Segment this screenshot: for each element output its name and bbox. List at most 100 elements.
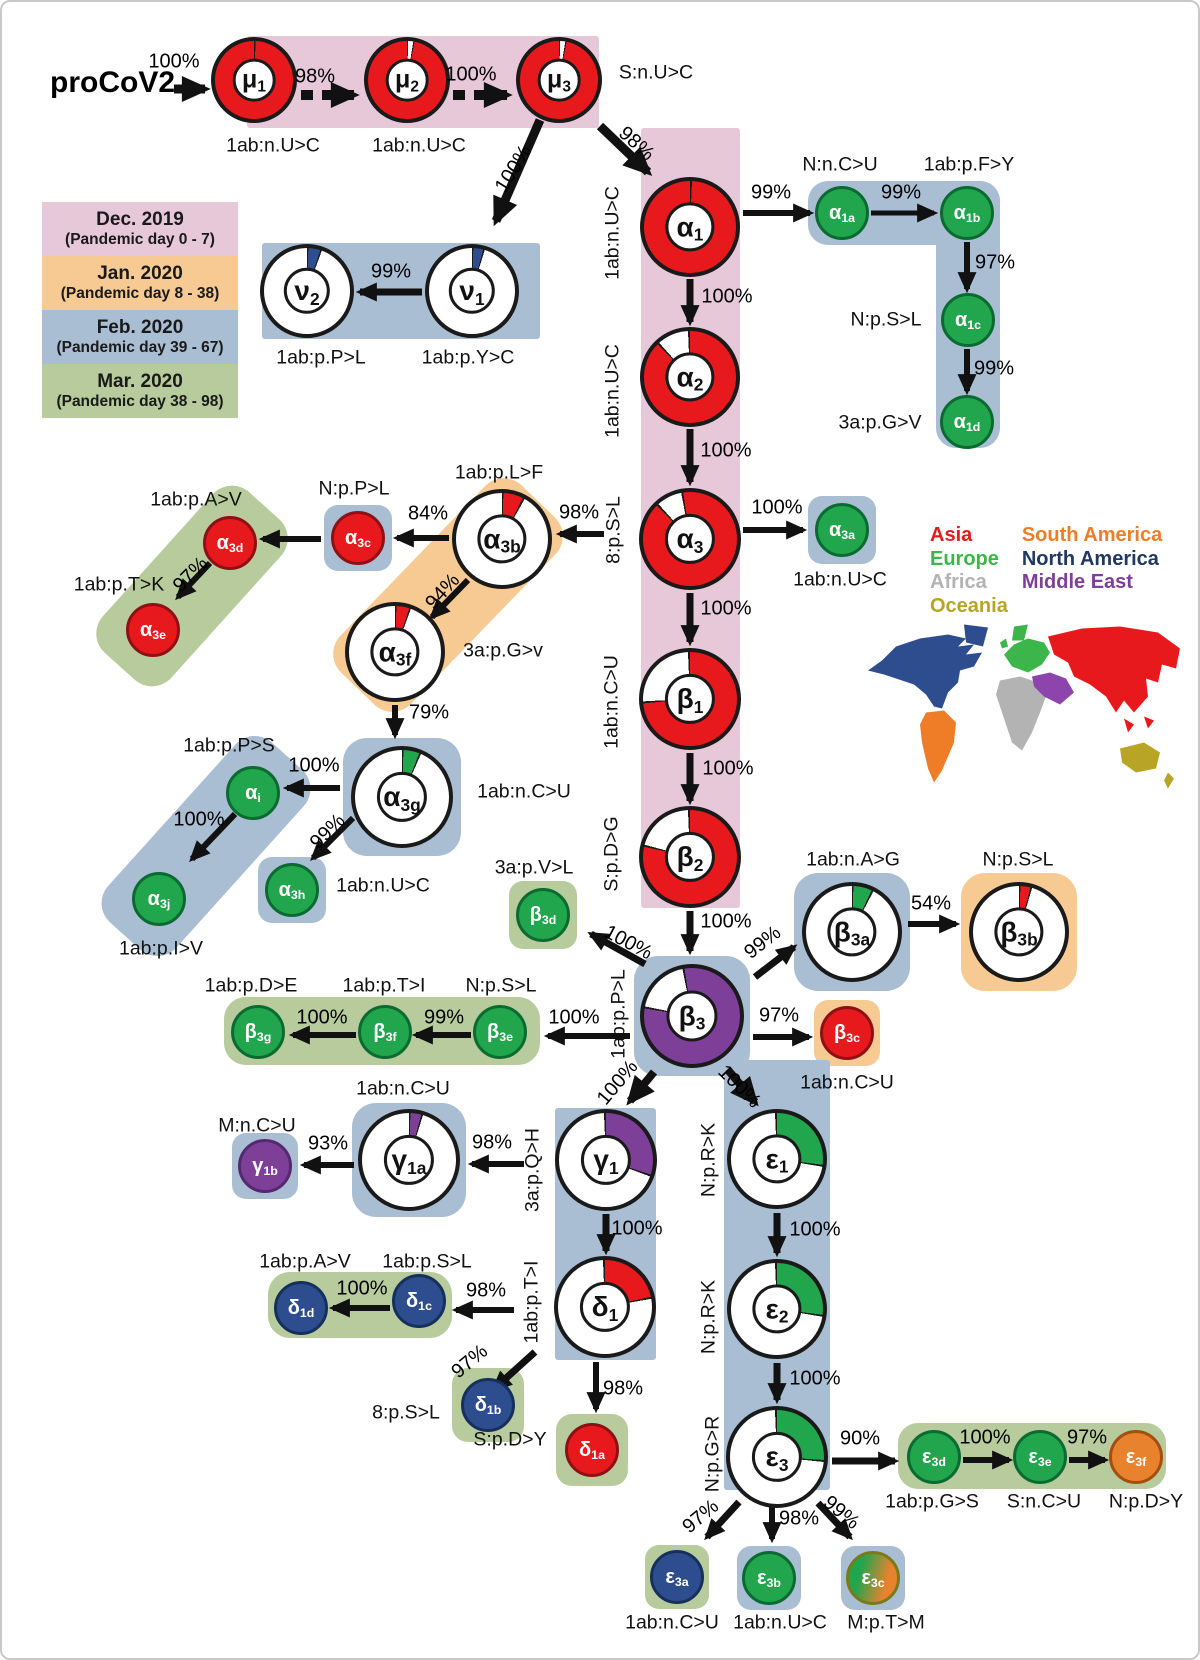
node-label: α2 (676, 360, 704, 395)
arrow-a3d-a3e (175, 560, 213, 601)
arrow-b3-g1 (626, 1069, 658, 1106)
mutation-label: N:p.S>L (850, 308, 922, 331)
node-b1: β1 (639, 648, 741, 750)
pct-label-ai-a3j: 100% (173, 808, 225, 831)
node-a1: α1 (640, 177, 740, 277)
donut-hole: α2 (665, 352, 715, 402)
node-a1d: α1d (940, 395, 994, 449)
node-a3h: α3h (265, 863, 319, 917)
donut-hole: ν1 (448, 267, 496, 315)
mutation-label: S:p.D>Y (473, 1428, 547, 1451)
node-a3: α3 (639, 488, 741, 590)
pct-label-d1-d1a: 98% (602, 1377, 644, 1400)
mutation-label: 1ab:n.U>C (793, 568, 887, 591)
donut-hole: γ1 (580, 1134, 632, 1186)
node-b3f: β3f (358, 1005, 412, 1059)
pct-label-b3a-b3b: 54% (910, 892, 952, 915)
node-a1c: α1c (941, 293, 995, 347)
map-africa (996, 676, 1046, 751)
node-label: δ1 (591, 1290, 619, 1325)
mutation-label: 8:p.S>L (372, 1401, 440, 1424)
node-e1: ε1 (727, 1109, 827, 1209)
node-label: β3g (244, 1021, 272, 1045)
arrow-mu3-nu1 (491, 118, 545, 227)
mutation-label: 1ab:p.T>I (520, 1260, 543, 1344)
map-se-asia-islands (1124, 718, 1134, 733)
period-legend-item: Jan. 2020(Pandemic day 8 - 38) (42, 256, 238, 310)
pct-label-a3-b1: 100% (700, 597, 752, 620)
map-europe (1004, 638, 1050, 673)
node-a1a: α1a (815, 186, 869, 240)
mutation-label: S:n.U>C (618, 61, 694, 84)
node-b3e: β3e (473, 1005, 527, 1059)
mutation-label: 3a:p.Q>H (521, 1127, 544, 1213)
donut-hole: μ3 (537, 58, 581, 102)
node-g1b: γ1b (238, 1139, 292, 1193)
node-label: α1d (953, 411, 981, 435)
node-label: ε3b (757, 1567, 781, 1591)
donut-hole: δ1 (579, 1281, 631, 1333)
mutation-label: N:p.S>L (465, 974, 537, 997)
mutation-label: 1ab:n.C>U (600, 655, 623, 749)
node-mu2: μ2 (364, 37, 450, 123)
map-north-america (868, 634, 982, 709)
pct-label-a1b-a1c: 97% (974, 251, 1016, 274)
map-japan (1144, 716, 1154, 729)
node-label: δ1d (287, 1297, 315, 1321)
pct-label-d1-d1c: 98% (465, 1279, 507, 1302)
mutation-label: 1ab:p.T>I (342, 974, 426, 997)
donut-hole: β3a (827, 907, 877, 957)
node-label: γ1a (391, 1143, 427, 1178)
node-mu3: μ3 (516, 37, 602, 123)
node-label: ν1 (459, 275, 485, 309)
arrow-e3-e3c (815, 1500, 853, 1541)
region-legend-item: Oceania (930, 594, 1008, 617)
node-d1c: δ1c (392, 1274, 446, 1328)
mutation-label: 3a:p.G>v (463, 639, 543, 662)
mutation-label: 1ab:p.L>F (454, 461, 544, 484)
pct-label-b3-g1: 100% (592, 1056, 643, 1110)
pct-label-mu2-mu3: 100% (445, 63, 497, 86)
node-label: α1b (953, 202, 981, 226)
node-label: α3 (676, 522, 704, 557)
period-sublabel: (Pandemic day 39 - 67) (56, 339, 224, 357)
arrow-ai-a3j (189, 811, 238, 863)
node-nu1: ν1 (425, 244, 519, 338)
node-label: μ3 (547, 65, 571, 96)
donut-hole: α3f (370, 627, 420, 677)
pct-label-a1-a2: 100% (701, 285, 753, 308)
donut-hole: α1 (665, 202, 715, 252)
mutation-label: M:n.C>U (218, 1114, 296, 1137)
map-australia (1120, 742, 1160, 773)
node-d1a: δ1a (565, 1423, 619, 1477)
node-a1b: α1b (940, 186, 994, 240)
donut-hole: ν2 (283, 267, 331, 315)
node-label: α3a (828, 519, 856, 543)
node-label: ε2 (765, 1292, 789, 1327)
pct-label-e1-e2: 100% (789, 1218, 841, 1241)
node-label: α3g (383, 780, 421, 815)
pct-label-mu3-alpha1: 98% (614, 122, 659, 166)
map-new-zealand (1164, 772, 1174, 789)
map-middle-east (1032, 672, 1074, 705)
node-d1: δ1 (554, 1256, 656, 1358)
pct-label-a3f-a3g: 79% (408, 701, 450, 724)
mutation-label: N:p.P>L (318, 477, 390, 500)
pct-label-g1-g1a: 98% (471, 1131, 513, 1154)
period-legend-item: Feb. 2020(Pandemic day 39 - 67) (42, 310, 238, 364)
node-label: β1 (676, 682, 704, 717)
mutation-label: 1ab:n.U>C (372, 134, 466, 157)
mutation-label: M:p.T>M (847, 1611, 925, 1634)
node-label: α3j (147, 888, 171, 912)
node-label: β3f (373, 1021, 397, 1045)
node-e3e: ε3e (1013, 1430, 1067, 1484)
node-e3d: ε3d (907, 1430, 961, 1484)
pct-label-b3f-b3g: 100% (296, 1006, 348, 1029)
period-sublabel: (Pandemic day 0 - 7) (65, 231, 215, 249)
node-b3b: β3b (969, 882, 1069, 982)
pct-label-g1a-g1b: 93% (307, 1132, 349, 1155)
node-label: δ1c (406, 1290, 432, 1314)
node-label: ε3c (861, 1567, 885, 1591)
